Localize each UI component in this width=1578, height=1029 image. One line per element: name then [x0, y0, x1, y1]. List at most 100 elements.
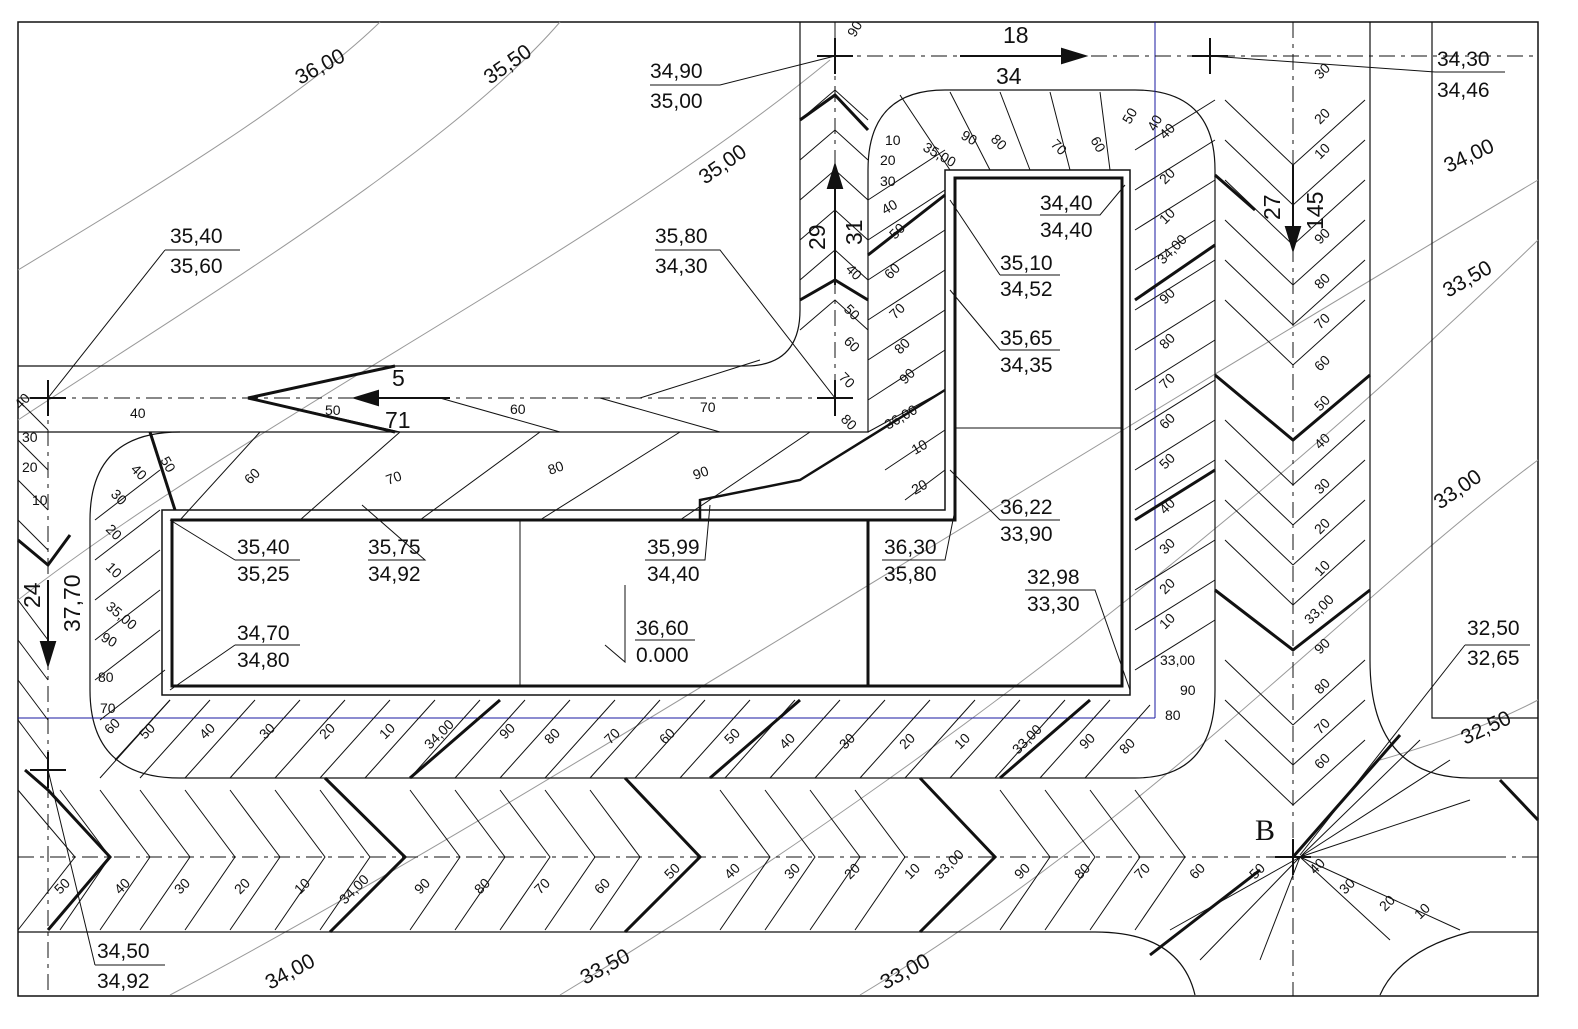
- slope-label: 29: [804, 224, 830, 250]
- tick-label: 80: [1311, 675, 1333, 697]
- elevation-lower: 34,35: [1000, 354, 1053, 377]
- elevation-upper: 35,40: [237, 536, 290, 559]
- tick-label: 90: [1076, 730, 1098, 752]
- elevation-upper: 35,99: [647, 536, 700, 559]
- property-lines: [18, 22, 1156, 719]
- tick-label: 40: [776, 730, 798, 752]
- elevation-mark-group: 34,90 35,00 34,30 34,46 35,40 35,60 35,8…: [97, 48, 1520, 993]
- tick-label: 50: [841, 301, 863, 323]
- tick-label: 70: [836, 369, 858, 391]
- drawing-frame: [17, 21, 1539, 997]
- tick-label: 30: [108, 486, 130, 508]
- elevation-upper: 35,80: [655, 225, 708, 248]
- contour-label: 34,00: [262, 949, 319, 994]
- slope-label: 145: [1302, 192, 1328, 230]
- tick-label: 80: [1311, 270, 1333, 292]
- tick-label: 90: [1011, 860, 1033, 882]
- tick-label: 34,00: [1154, 231, 1190, 267]
- elevation-lower: 34,46: [1437, 79, 1490, 102]
- contour-label: 33,50: [577, 944, 634, 989]
- tick-label: 50: [325, 402, 341, 418]
- tick-label: 10: [1411, 900, 1433, 922]
- tick-label: 80: [891, 335, 913, 357]
- elevation-lower: 33,30: [1027, 593, 1080, 616]
- tick-label: 70: [601, 725, 623, 747]
- tick-label: 80: [471, 875, 493, 897]
- tick-label: 60: [1156, 410, 1178, 432]
- tick-label: 60: [510, 401, 526, 417]
- tick-label: 20: [1311, 105, 1333, 127]
- tick-label: 40: [879, 196, 901, 218]
- elevation-upper: 36,22: [1000, 496, 1053, 519]
- elevation-lower: 35,80: [884, 563, 937, 586]
- tick-label: 20: [1376, 892, 1398, 914]
- elevation-lower: 34,30: [655, 255, 708, 278]
- tick-label: 20: [841, 860, 863, 882]
- elevation-lower: 35,60: [170, 255, 223, 278]
- elevation-upper: 35,75: [368, 536, 421, 559]
- tick-label: 60: [841, 333, 863, 355]
- tick-label: 70: [1156, 370, 1178, 392]
- tick-label: 35,00: [103, 598, 140, 633]
- tick-label: 10: [1156, 205, 1178, 227]
- elevation-lower: 34,40: [647, 563, 700, 586]
- tick-label: 80: [988, 131, 1010, 153]
- contour-label: 34,00: [1440, 134, 1497, 177]
- tick-label: 70: [1311, 715, 1333, 737]
- slope-label: 71: [385, 407, 411, 433]
- tick-label: 60: [241, 465, 263, 487]
- tick-label: 20: [316, 720, 338, 742]
- tick-label: 90: [691, 462, 711, 482]
- tick-label: 20: [880, 152, 896, 168]
- slope-label: 31: [841, 219, 867, 245]
- tick-label: 50: [721, 725, 743, 747]
- tick-label: 20: [22, 459, 38, 475]
- tick-label: 80: [838, 411, 860, 433]
- tick-label: 30: [1311, 475, 1333, 497]
- tick-label: 60: [881, 260, 903, 282]
- tick-label: 70: [531, 875, 553, 897]
- tick-label: 20: [909, 476, 931, 498]
- contour-label: 33,00: [877, 949, 934, 994]
- tick-label: 60: [1311, 352, 1333, 374]
- tick-label: 40: [721, 860, 743, 882]
- tick-label: 60: [1087, 134, 1109, 156]
- elevation-lower: 33,90: [1000, 523, 1053, 546]
- tick-label: 10: [901, 860, 923, 882]
- point-markers: [30, 38, 1311, 875]
- tick-label: 34,00: [421, 716, 457, 752]
- tick-label: 40: [196, 720, 218, 742]
- tick-label: 80: [98, 669, 114, 685]
- tick-label: 90: [99, 629, 121, 651]
- elevation-upper: 35,10: [1000, 252, 1053, 275]
- tick-label: 33,00: [1009, 721, 1045, 757]
- elevation-upper: 32,98: [1027, 566, 1080, 589]
- leader-lines: [47, 55, 1530, 966]
- tick-label: 10: [32, 492, 48, 508]
- tick-label: 50: [1119, 105, 1141, 127]
- tick-label: 20: [231, 875, 253, 897]
- tick-label: 80: [546, 457, 566, 477]
- tick-label: 50: [136, 720, 158, 742]
- elevation-upper: 32,50: [1467, 617, 1520, 640]
- tick-label: 90: [1311, 635, 1333, 657]
- tick-label: 40: [130, 405, 146, 421]
- road-outline: [18, 22, 1538, 996]
- slope-label: 27: [1259, 194, 1285, 220]
- tick-label: 30: [880, 173, 896, 189]
- building: [161, 169, 1131, 696]
- tick-label: 20: [896, 730, 918, 752]
- tick-label: 90: [496, 720, 518, 742]
- tick-label: 90: [896, 365, 918, 387]
- elevation-upper: 34,90: [650, 60, 703, 83]
- elevation-lower: 34,92: [97, 970, 150, 993]
- contour-label: 35,00: [695, 140, 751, 189]
- tick-label: 70: [886, 300, 908, 322]
- tick-label: 90: [959, 127, 981, 149]
- tick-label: 33,00: [1160, 652, 1195, 668]
- tick-label: 70: [1131, 860, 1153, 882]
- tick-label: 50: [1156, 450, 1178, 472]
- tick-label: 40: [111, 875, 133, 897]
- slope-label: 18: [1003, 22, 1029, 48]
